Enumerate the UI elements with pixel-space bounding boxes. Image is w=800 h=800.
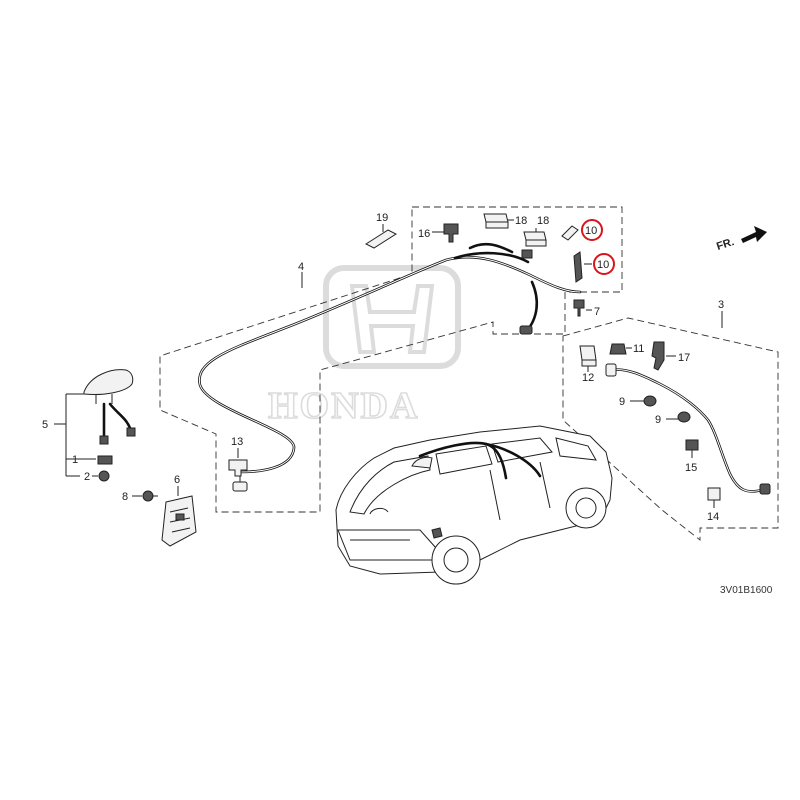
callout-9b: 9 — [655, 414, 661, 426]
antenna-cable-3 — [605, 363, 771, 495]
callout-10a: 10 — [585, 225, 597, 237]
roof-antenna-5: 5 — [42, 369, 136, 476]
callout-4-leader: 4 — [298, 261, 304, 288]
amplifier-module-6: 6 — [161, 474, 197, 547]
clip-15: 15 — [685, 439, 699, 474]
callout-11: 11 — [633, 343, 644, 355]
callout-5: 5 — [42, 419, 48, 431]
watermark-text: HONDA — [268, 385, 419, 427]
group-boundary-4 — [159, 206, 623, 513]
grommet-9b: 9 — [655, 411, 691, 426]
clip-16: 16 — [418, 223, 459, 243]
highlight-circle-10a — [581, 219, 603, 241]
clip-7: 7 — [573, 299, 600, 318]
connector-17: 17 — [651, 341, 690, 371]
cover-19: 19 — [364, 212, 398, 249]
callout-10b: 10 — [597, 259, 609, 271]
clip-14: 14 — [707, 487, 721, 523]
antenna-cable-assembly-4 — [198, 242, 582, 492]
cushion-10b: 10 — [573, 251, 615, 283]
fr-label: FR. — [715, 236, 736, 253]
callout-3-leader: 3 — [718, 299, 724, 328]
cable-clamp-18a: 18 — [483, 213, 527, 229]
fr-arrow-icon — [741, 226, 767, 243]
callout-15: 15 — [685, 462, 697, 474]
callout-9a: 9 — [619, 396, 625, 408]
cushion-10a: 10 — [561, 219, 603, 241]
callout-8: 8 — [122, 491, 128, 503]
grommet-9a: 9 — [619, 395, 657, 408]
highlight-circle-10b — [593, 253, 615, 275]
cable-clamp-18b: 18 — [523, 215, 549, 247]
base-pad-1: 1 — [66, 454, 113, 466]
front-direction-indicator: FR. — [715, 226, 767, 253]
vehicle-illustration — [335, 425, 613, 585]
diagram-code: 3V01B1600 — [720, 585, 773, 596]
bolt-2: 2 — [66, 470, 110, 483]
screw-8: 8 — [122, 490, 158, 503]
clip-11: 11 — [609, 343, 644, 355]
callout-16: 16 — [418, 228, 430, 240]
callout-7: 7 — [594, 306, 600, 318]
callout-18a: 18 — [515, 215, 527, 227]
callout-6: 6 — [174, 474, 180, 486]
callout-13: 13 — [231, 436, 243, 448]
callout-17: 17 — [678, 352, 690, 364]
callout-1: 1 — [72, 454, 78, 466]
honda-logo-watermark: HONDA — [267, 265, 461, 428]
bracket-12: 12 — [579, 345, 597, 384]
callout-3: 3 — [718, 299, 724, 311]
callout-4: 4 — [298, 261, 304, 273]
callout-14: 14 — [707, 511, 719, 523]
callout-12: 12 — [582, 372, 594, 384]
clip-13: 13 — [228, 436, 248, 477]
callout-19: 19 — [376, 212, 388, 224]
callout-18b: 18 — [537, 215, 549, 227]
group-boundary-3 — [562, 317, 779, 541]
callout-2: 2 — [84, 471, 90, 483]
